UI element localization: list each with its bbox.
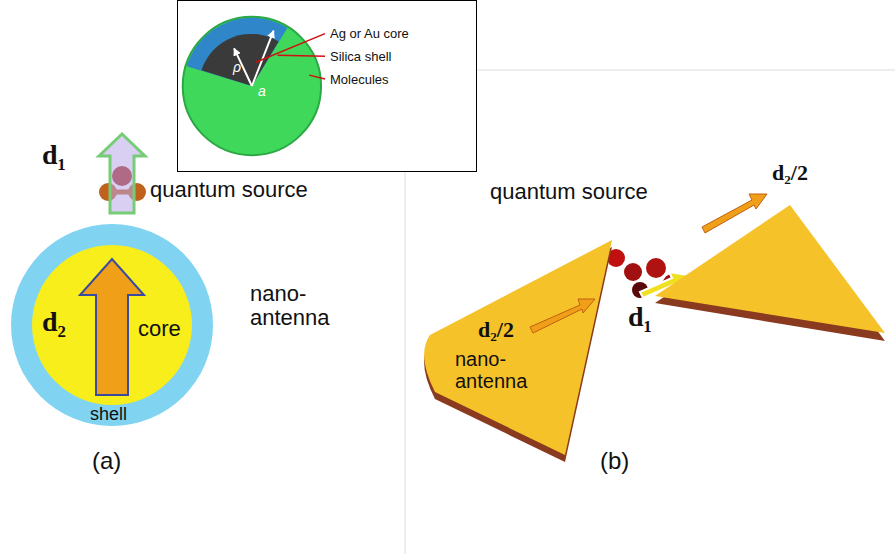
radius-label: ρ: [233, 60, 241, 75]
node-text: Molecules: [330, 73, 389, 87]
part-label: nano-antenna: [250, 282, 360, 330]
radius-label: a: [258, 84, 266, 99]
part-label: quantum source: [490, 180, 648, 204]
core-circle: d₂ core: [32, 245, 192, 405]
dipole-arrow: [99, 134, 145, 213]
node-text: core: [138, 317, 181, 341]
antenna-triangle-outline: [415, 235, 620, 460]
inset-box-outline: [178, 1, 476, 171]
dipole-label: d₁: [42, 140, 66, 171]
node-text: nano-antenna: [455, 348, 535, 392]
panel-label: (b): [600, 448, 629, 474]
divider-line: [460, 70, 895, 71]
node-text: d₂: [42, 307, 66, 338]
inset-box: Ag or Au coreSilica shellMolecules: [177, 0, 477, 172]
node-text: shell: [90, 405, 127, 425]
panel-label: (a): [92, 448, 121, 474]
node-text: Silica shell: [330, 50, 391, 64]
dipole-label: d₁: [628, 302, 652, 333]
antenna-triangle: d₂/2: [650, 155, 890, 350]
node-text: d₂/2: [772, 161, 808, 185]
node-text: Ag or Au core: [330, 27, 409, 41]
antenna-triangle: d₂/2 nano-antenna: [415, 235, 620, 460]
antenna-triangle-outline: [650, 155, 890, 350]
part-label: quantum source: [150, 178, 308, 202]
shell-circle: d₂ core shell: [10, 223, 214, 427]
node-text: d₂/2: [478, 318, 514, 342]
